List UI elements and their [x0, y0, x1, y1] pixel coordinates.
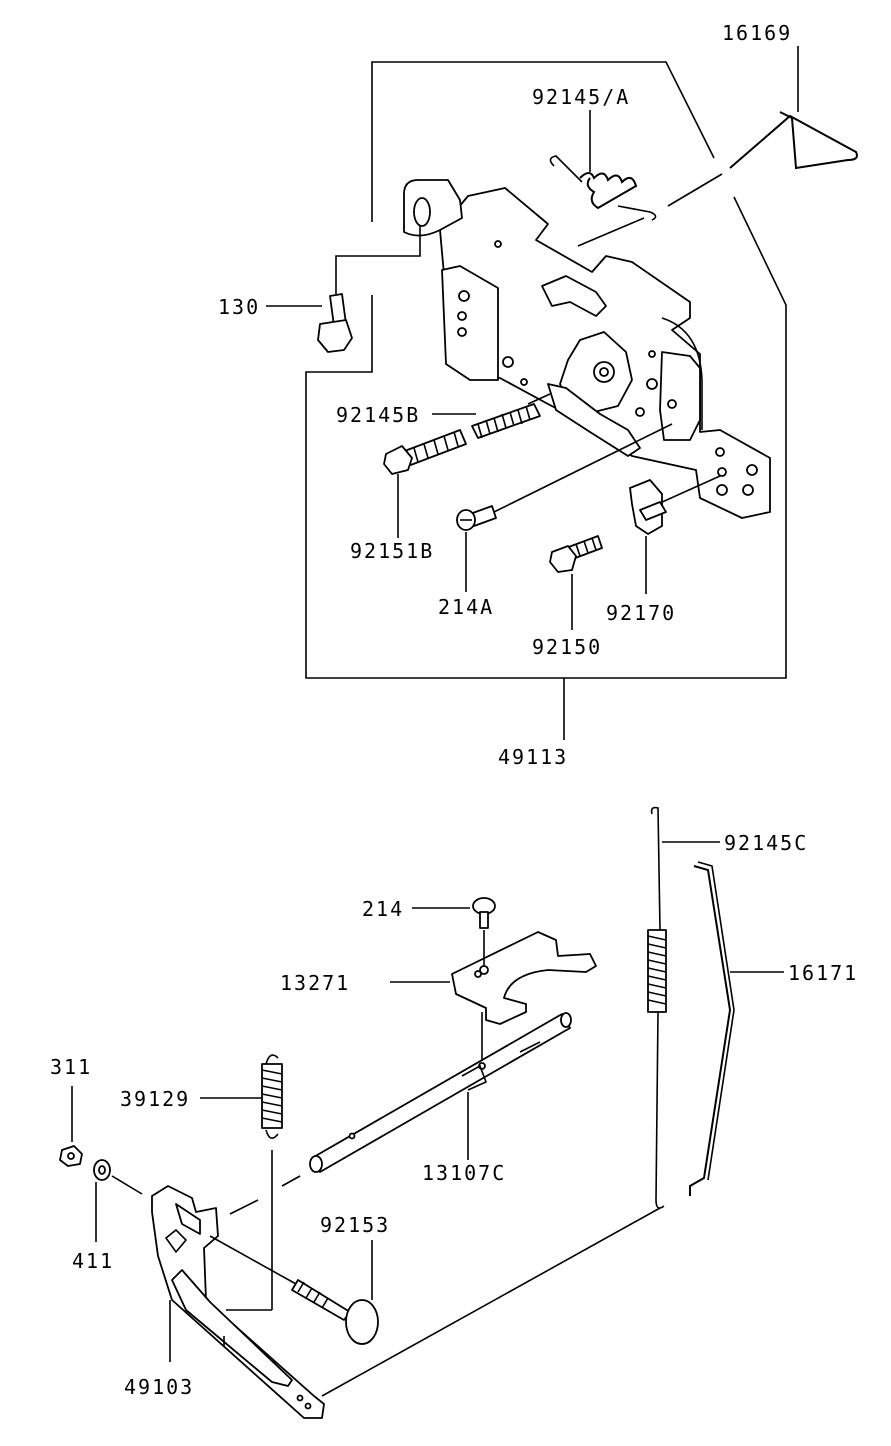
- spring-92145a: [549, 155, 657, 221]
- label-214: 214: [362, 897, 404, 921]
- screw-214: [412, 897, 496, 929]
- nut-311: [59, 1086, 83, 1167]
- pin-92153: [209, 1235, 379, 1345]
- bolt-92150: [549, 535, 603, 573]
- label-311: 311: [50, 1055, 92, 1079]
- label-92153: 92153: [320, 1213, 390, 1237]
- lever-49103: [151, 1175, 661, 1419]
- label-92145c: 92145C: [724, 831, 808, 855]
- label-13107c: 13107C: [422, 1161, 506, 1185]
- label-411: 411: [72, 1249, 114, 1273]
- label-130: 130: [218, 295, 260, 319]
- plate-13271: [390, 930, 597, 1025]
- spring-39129: [200, 1054, 283, 1310]
- label-49103: 49103: [124, 1375, 194, 1399]
- label-92150: 92150: [532, 635, 602, 659]
- washer-411: [93, 1159, 143, 1242]
- control-bracket-part: [403, 179, 771, 519]
- bolt-92151b: [383, 429, 467, 475]
- label-16171: 16171: [788, 961, 858, 985]
- screw-214a: [456, 505, 497, 531]
- label-39129: 39129: [120, 1087, 190, 1111]
- label-92151b: 92151B: [350, 539, 434, 563]
- rod-16171: [689, 861, 784, 1196]
- bolt-130: [317, 293, 353, 353]
- assembly-boundary-49113: [305, 61, 787, 740]
- label-13271: 13271: [280, 971, 350, 995]
- label-92170: 92170: [606, 601, 676, 625]
- label-49113: 49113: [498, 745, 568, 769]
- spring-92145c: [647, 806, 720, 1209]
- label-92145a: 92145/A: [532, 85, 630, 109]
- label-leaders-top: [266, 46, 799, 630]
- shaft-13107c: [309, 1012, 572, 1173]
- clip-16169: [729, 111, 858, 170]
- label-214a: 214A: [438, 595, 494, 619]
- part-labels: 16169 92145/A 130 92145B 92151B 214A 921…: [50, 21, 858, 1399]
- clamp-92170: [629, 479, 667, 535]
- spring-92145b: [471, 403, 541, 439]
- label-92145b: 92145B: [336, 403, 420, 427]
- label-16169: 16169: [722, 21, 792, 45]
